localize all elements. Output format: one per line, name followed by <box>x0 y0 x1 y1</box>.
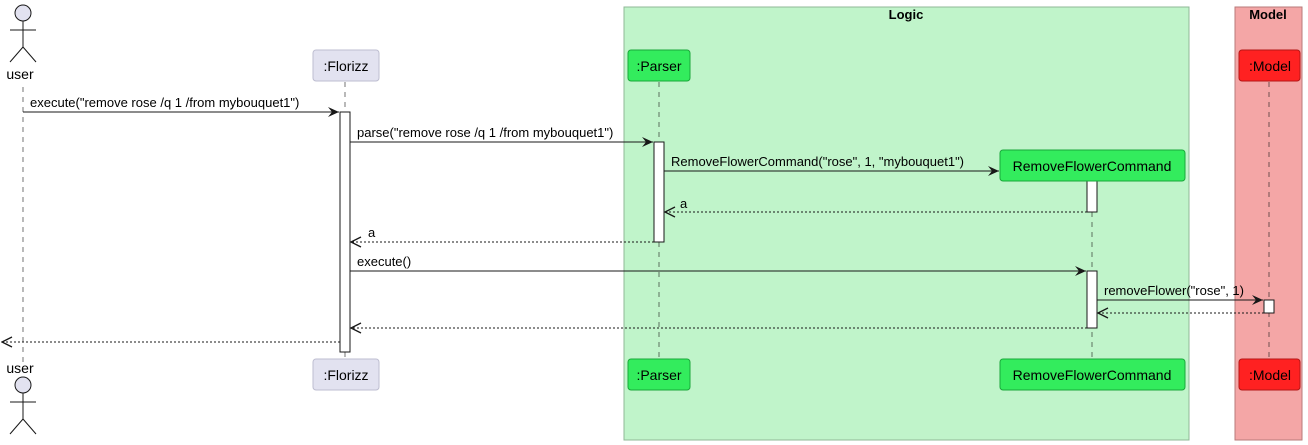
florizz-label-bottom: :Florizz <box>323 367 368 383</box>
model-activation <box>1263 299 1275 314</box>
command-label-top: RemoveFlowerCommand <box>1013 158 1172 174</box>
message-parse: parse("remove rose /q 1 /from mybouquet1… <box>350 125 653 147</box>
command-activation-2 <box>1086 270 1098 329</box>
command-box-bottom: RemoveFlowerCommand <box>999 358 1186 391</box>
model-label-top: :Model <box>1249 58 1291 74</box>
user-actor-bottom: user <box>6 360 37 435</box>
command-activation-1 <box>1086 180 1098 213</box>
model-box-top: :Model <box>1238 49 1301 82</box>
message-remove-flower-label: removeFlower("rose", 1) <box>1104 283 1244 298</box>
message-create-command: RemoveFlowerCommand("rose", 1, "mybouque… <box>664 154 999 176</box>
message-execute-remove-label: execute("remove rose /q 1 /from mybouque… <box>30 95 299 110</box>
command-label-bottom: RemoveFlowerCommand <box>1013 367 1172 383</box>
parser-label-bottom: :Parser <box>636 367 681 383</box>
florizz-activation <box>339 111 351 353</box>
parser-activation <box>653 141 665 243</box>
message-return-a-parser: a <box>351 225 654 242</box>
message-return-a-command-label: a <box>680 196 688 211</box>
user-label-top: user <box>6 66 34 82</box>
model-label-bottom: :Model <box>1249 367 1291 383</box>
parser-box-top: :Parser <box>627 49 691 82</box>
message-execute-remove: execute("remove rose /q 1 /from mybouque… <box>23 95 339 117</box>
parser-label-top: :Parser <box>636 58 681 74</box>
message-execute: execute() <box>350 254 1086 276</box>
command-box-created: RemoveFlowerCommand <box>999 149 1186 182</box>
logic-group-title: Logic <box>889 7 924 22</box>
florizz-box-bottom: :Florizz <box>312 358 380 391</box>
message-return-a-command: a <box>665 196 1087 212</box>
florizz-label-top: :Florizz <box>323 58 368 74</box>
actor-stick-figure-icon <box>9 4 37 63</box>
florizz-box-top: :Florizz <box>312 49 380 82</box>
model-box-bottom: :Model <box>1238 358 1301 391</box>
message-execute-label: execute() <box>357 254 411 269</box>
user-label-bottom: user <box>6 360 34 376</box>
actor-stick-figure-icon <box>9 376 37 435</box>
message-remove-flower: removeFlower("rose", 1) <box>1097 283 1263 305</box>
parser-box-bottom: :Parser <box>627 358 691 391</box>
message-parse-label: parse("remove rose /q 1 /from mybouquet1… <box>357 125 613 140</box>
message-return-a-parser-label: a <box>368 225 376 240</box>
model-group-title: Model <box>1249 7 1287 22</box>
message-create-command-label: RemoveFlowerCommand("rose", 1, "mybouque… <box>671 154 964 169</box>
user-actor-top: user <box>6 4 37 82</box>
